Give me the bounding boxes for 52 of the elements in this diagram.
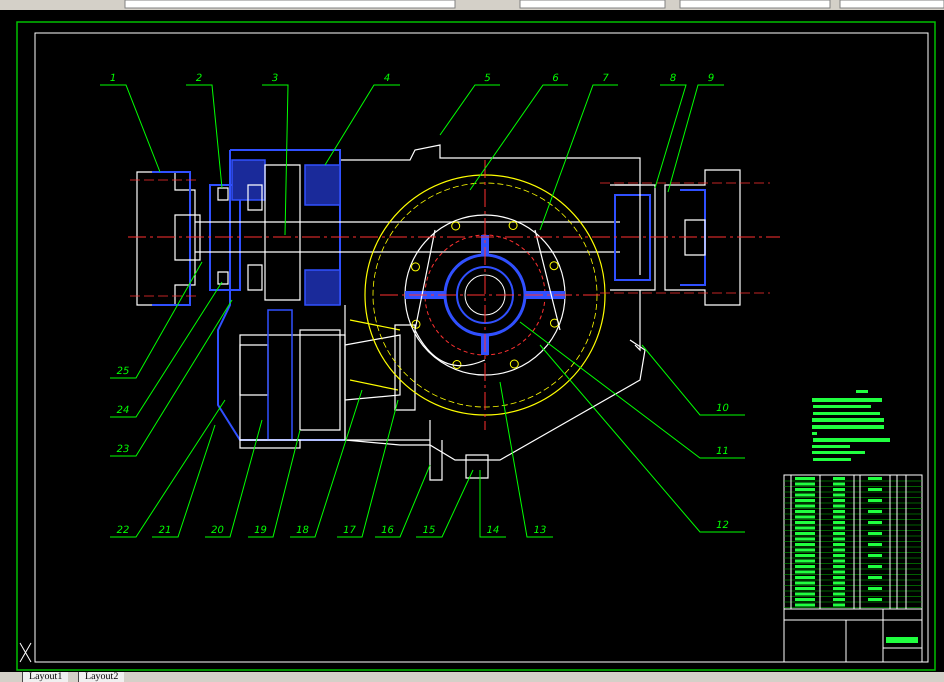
callout-number: 21 [152,524,178,537]
callout-number: 4 [374,72,400,85]
leader-line [110,262,202,378]
callout-number: 25 [110,365,136,378]
leader-line [440,84,500,136]
leader-line [110,300,232,456]
leader-line [668,84,724,192]
callout-number: 10 [700,402,745,415]
callout-number: 19 [248,524,273,537]
callout-number: 1 [100,72,126,85]
callout-number: 2 [186,72,212,85]
leader-line [642,344,746,416]
callout-number: 16 [375,524,400,537]
callout-number: 23 [110,443,136,456]
callout-number: 9 [698,72,724,85]
layout-tab: Layout1 [22,672,68,682]
callout-number: 3 [262,72,288,85]
leader-line [290,390,362,538]
layout-tab: Layout2 [78,672,124,682]
callout-number: 8 [660,72,686,85]
leader-line [480,470,506,538]
leader-line [186,84,222,188]
callout-number: 11 [700,445,745,458]
callout-number: 12 [700,519,745,532]
leader-line [540,344,746,532]
leader-line [654,84,687,188]
leader-line [520,322,746,458]
callout-number: 13 [527,524,553,537]
callout-number: 24 [110,404,136,417]
callout-number: 5 [475,72,500,85]
callout-number: 18 [290,524,315,537]
leader-line [324,84,400,166]
leader-line [500,382,554,538]
callout-number: 17 [337,524,362,537]
leader-line [204,420,262,538]
leader-line [470,84,568,190]
leader-line [110,400,226,538]
leader-line [374,464,430,538]
callout-number: 15 [416,524,442,537]
callout-number: 14 [480,524,506,537]
leader-line [248,430,300,538]
leader-line [540,84,618,230]
callout-number: 6 [543,72,568,85]
leader-line [100,84,160,172]
leader-line [262,84,289,236]
leader-line [416,470,474,538]
callout-number: 20 [205,524,230,537]
leader-line [336,400,398,538]
leader-line [152,424,216,538]
callout-number: 7 [593,72,618,85]
leader-line [110,282,222,418]
callout-number: 22 [110,524,136,537]
